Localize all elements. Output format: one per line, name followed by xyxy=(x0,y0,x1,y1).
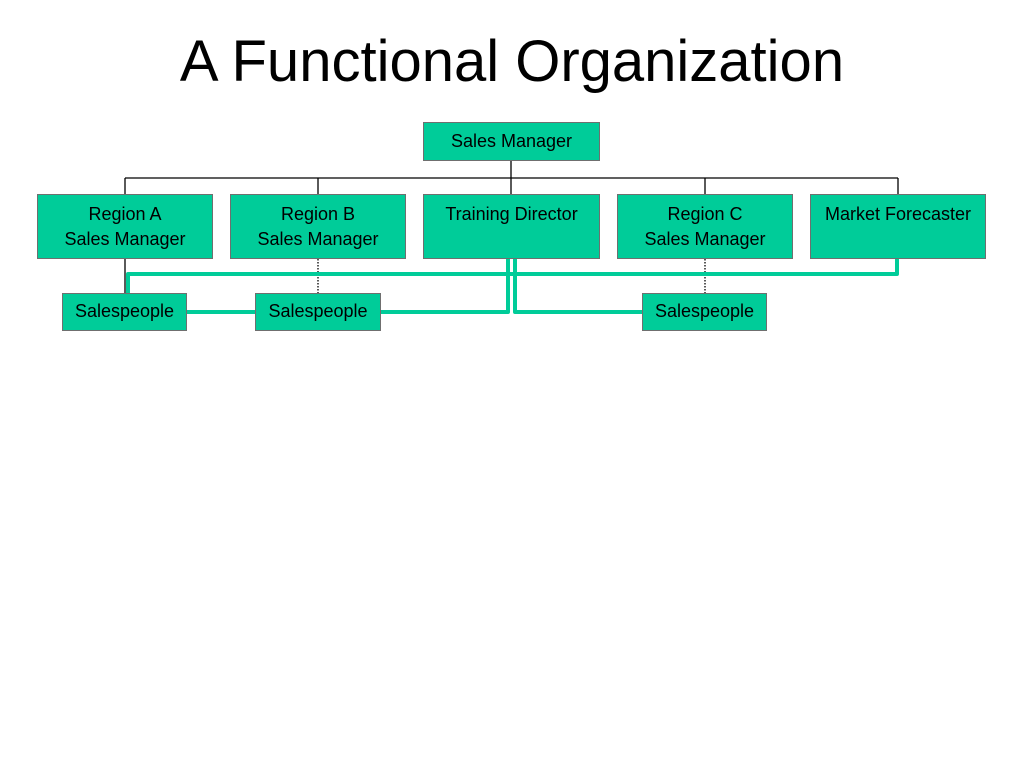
training-line-right xyxy=(513,259,642,314)
node-label: Salespeople xyxy=(268,301,368,321)
hierarchy-lines xyxy=(124,161,899,293)
node-market-forecaster: Market Forecaster xyxy=(810,194,986,259)
node-label: Salespeople xyxy=(654,301,755,321)
functional-lines xyxy=(126,259,899,314)
node-sales-manager: Sales Manager xyxy=(423,122,600,161)
node-label-line1: Region B xyxy=(280,204,356,224)
node-label-line2: Sales Manager xyxy=(644,229,766,249)
training-line-left xyxy=(381,259,510,314)
node-label-line2: Sales Manager xyxy=(257,229,379,249)
node-region-a-sales-manager: Region A Sales Manager xyxy=(37,194,213,259)
node-training-director: Training Director xyxy=(423,194,600,259)
node-label-line1: Region C xyxy=(667,204,743,224)
node-region-c-sales-manager: Region C Sales Manager xyxy=(617,194,793,259)
node-label: Salespeople xyxy=(74,301,175,321)
node-salespeople-b: Salespeople xyxy=(255,293,381,331)
node-label-line1: Region A xyxy=(88,204,162,224)
node-label-line1: Training Director xyxy=(445,204,578,224)
slide-title: A Functional Organization xyxy=(179,29,845,94)
node-label: Sales Manager xyxy=(450,131,573,151)
node-salespeople-a: Salespeople xyxy=(62,293,187,331)
node-label-line1: Market Forecaster xyxy=(824,204,972,224)
node-region-b-sales-manager: Region B Sales Manager xyxy=(230,194,406,259)
node-salespeople-c: Salespeople xyxy=(642,293,767,331)
node-label-line2: Sales Manager xyxy=(64,229,186,249)
forecaster-line xyxy=(126,259,899,293)
